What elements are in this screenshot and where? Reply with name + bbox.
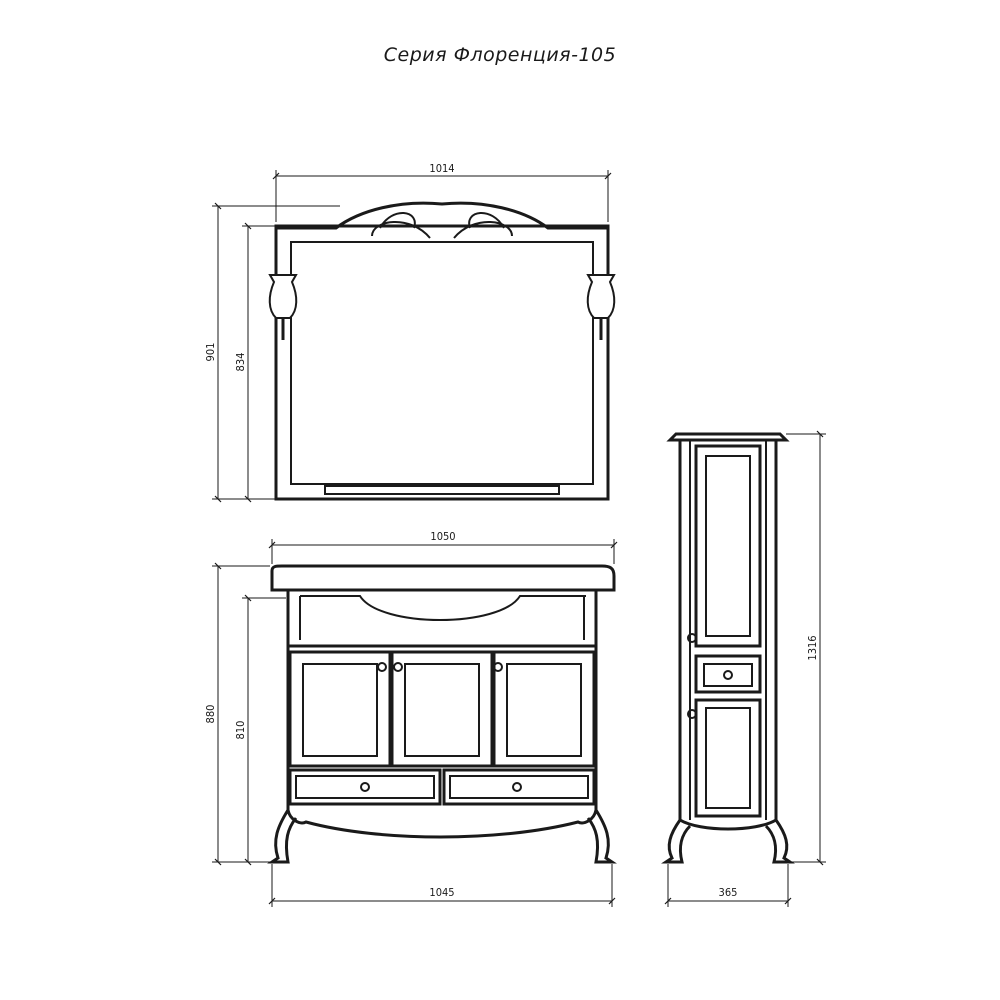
- vanity-leg-right: [586, 809, 617, 864]
- door-knob: [493, 662, 503, 672]
- cabinet-drawer: [694, 654, 762, 694]
- mirror-glass: [290, 241, 594, 485]
- mirror-crest: [274, 201, 608, 242]
- drawer-knob: [723, 670, 733, 680]
- vanity-drawing: 1050 880 810 1045: [204, 530, 618, 907]
- drawer-knob: [360, 782, 370, 792]
- dim-vanity-base-width: 1045: [429, 886, 454, 899]
- cabinet-lower-door: [694, 698, 762, 818]
- vanity-drawer-left: [288, 768, 442, 806]
- mirror-drawing: 1014 901 834: [204, 162, 616, 503]
- cabinet-leg-right: [764, 819, 795, 864]
- dim-mirror-width: 1014: [429, 162, 454, 175]
- dim-vanity-height-body: 810: [234, 721, 247, 740]
- cabinet-top: [666, 432, 790, 442]
- dim-vanity-height-total: 880: [204, 705, 217, 724]
- door-knob: [687, 709, 697, 719]
- vanity-door-left: [288, 650, 392, 768]
- vanity-door-center: [390, 650, 494, 768]
- dim-cabinet-height: 1316: [806, 635, 819, 660]
- dim-mirror-height-total: 901: [204, 343, 217, 362]
- vanity-leg-left: [267, 809, 298, 864]
- dim-cabinet-width: 365: [719, 886, 738, 899]
- crest-scroll-right: [453, 212, 513, 239]
- vanity-countertop: [270, 564, 616, 592]
- door-knob: [687, 633, 697, 643]
- door-knob: [393, 662, 403, 672]
- lamp-right: [586, 274, 616, 319]
- mirror-shelf: [324, 485, 560, 495]
- drawer-knob: [512, 782, 522, 792]
- vanity-door-right: [492, 650, 596, 768]
- vanity-drawer-right: [442, 768, 596, 806]
- door-knob: [377, 662, 387, 672]
- dim-vanity-top-width: 1050: [430, 530, 455, 543]
- drawing-title: Серия Флоренция-105: [383, 44, 617, 66]
- cabinet-leg-left: [661, 819, 692, 864]
- vanity-basin: [300, 595, 586, 621]
- mirror-outer-frame: [274, 224, 610, 501]
- cabinet-drawing: 1316 365: [661, 430, 826, 907]
- dim-mirror-height-frame: 834: [234, 353, 247, 372]
- cabinet-upper-door: [694, 444, 762, 648]
- lamp-left: [268, 274, 298, 319]
- vanity-skirt: [286, 809, 598, 839]
- crest-scroll-left: [371, 212, 431, 239]
